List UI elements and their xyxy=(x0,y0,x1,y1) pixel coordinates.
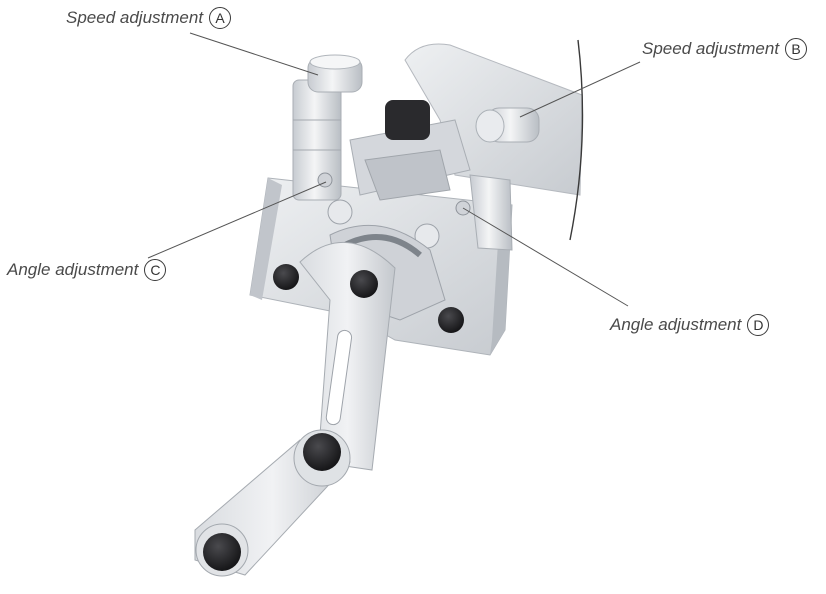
callout-angle-c: Angle adjustment C xyxy=(7,259,167,281)
callout-speed-a: Speed adjustment A xyxy=(66,7,232,29)
badge-c: C xyxy=(144,259,167,281)
leader-lines xyxy=(147,32,641,307)
callout-speed-b: Speed adjustment B xyxy=(642,38,808,60)
arm-pivot-screw xyxy=(350,270,378,298)
callout-a-label: Speed adjustment xyxy=(66,8,204,27)
block-screw-right xyxy=(438,307,464,333)
leader-c xyxy=(147,181,327,259)
callout-d-label: Angle adjustment xyxy=(610,315,742,334)
callout-angle-d: Angle adjustment D xyxy=(610,314,770,336)
end-screw xyxy=(203,533,241,571)
bracket-edge-curve xyxy=(569,39,584,241)
pivot-pin-left xyxy=(327,199,353,225)
joint-screw xyxy=(303,433,341,471)
top-pivot xyxy=(349,100,471,201)
badge-d: D xyxy=(747,314,770,336)
leader-b xyxy=(519,61,641,118)
badge-a: A xyxy=(209,7,232,29)
leader-d xyxy=(462,207,629,307)
arm-slot xyxy=(325,329,353,426)
speed-cylinder-a xyxy=(292,54,363,201)
callout-c-label: Angle adjustment xyxy=(7,260,139,279)
callout-b-label: Speed adjustment xyxy=(642,39,780,58)
block-screw-left xyxy=(273,264,299,290)
badge-b: B xyxy=(785,38,808,60)
leader-a xyxy=(189,32,319,76)
